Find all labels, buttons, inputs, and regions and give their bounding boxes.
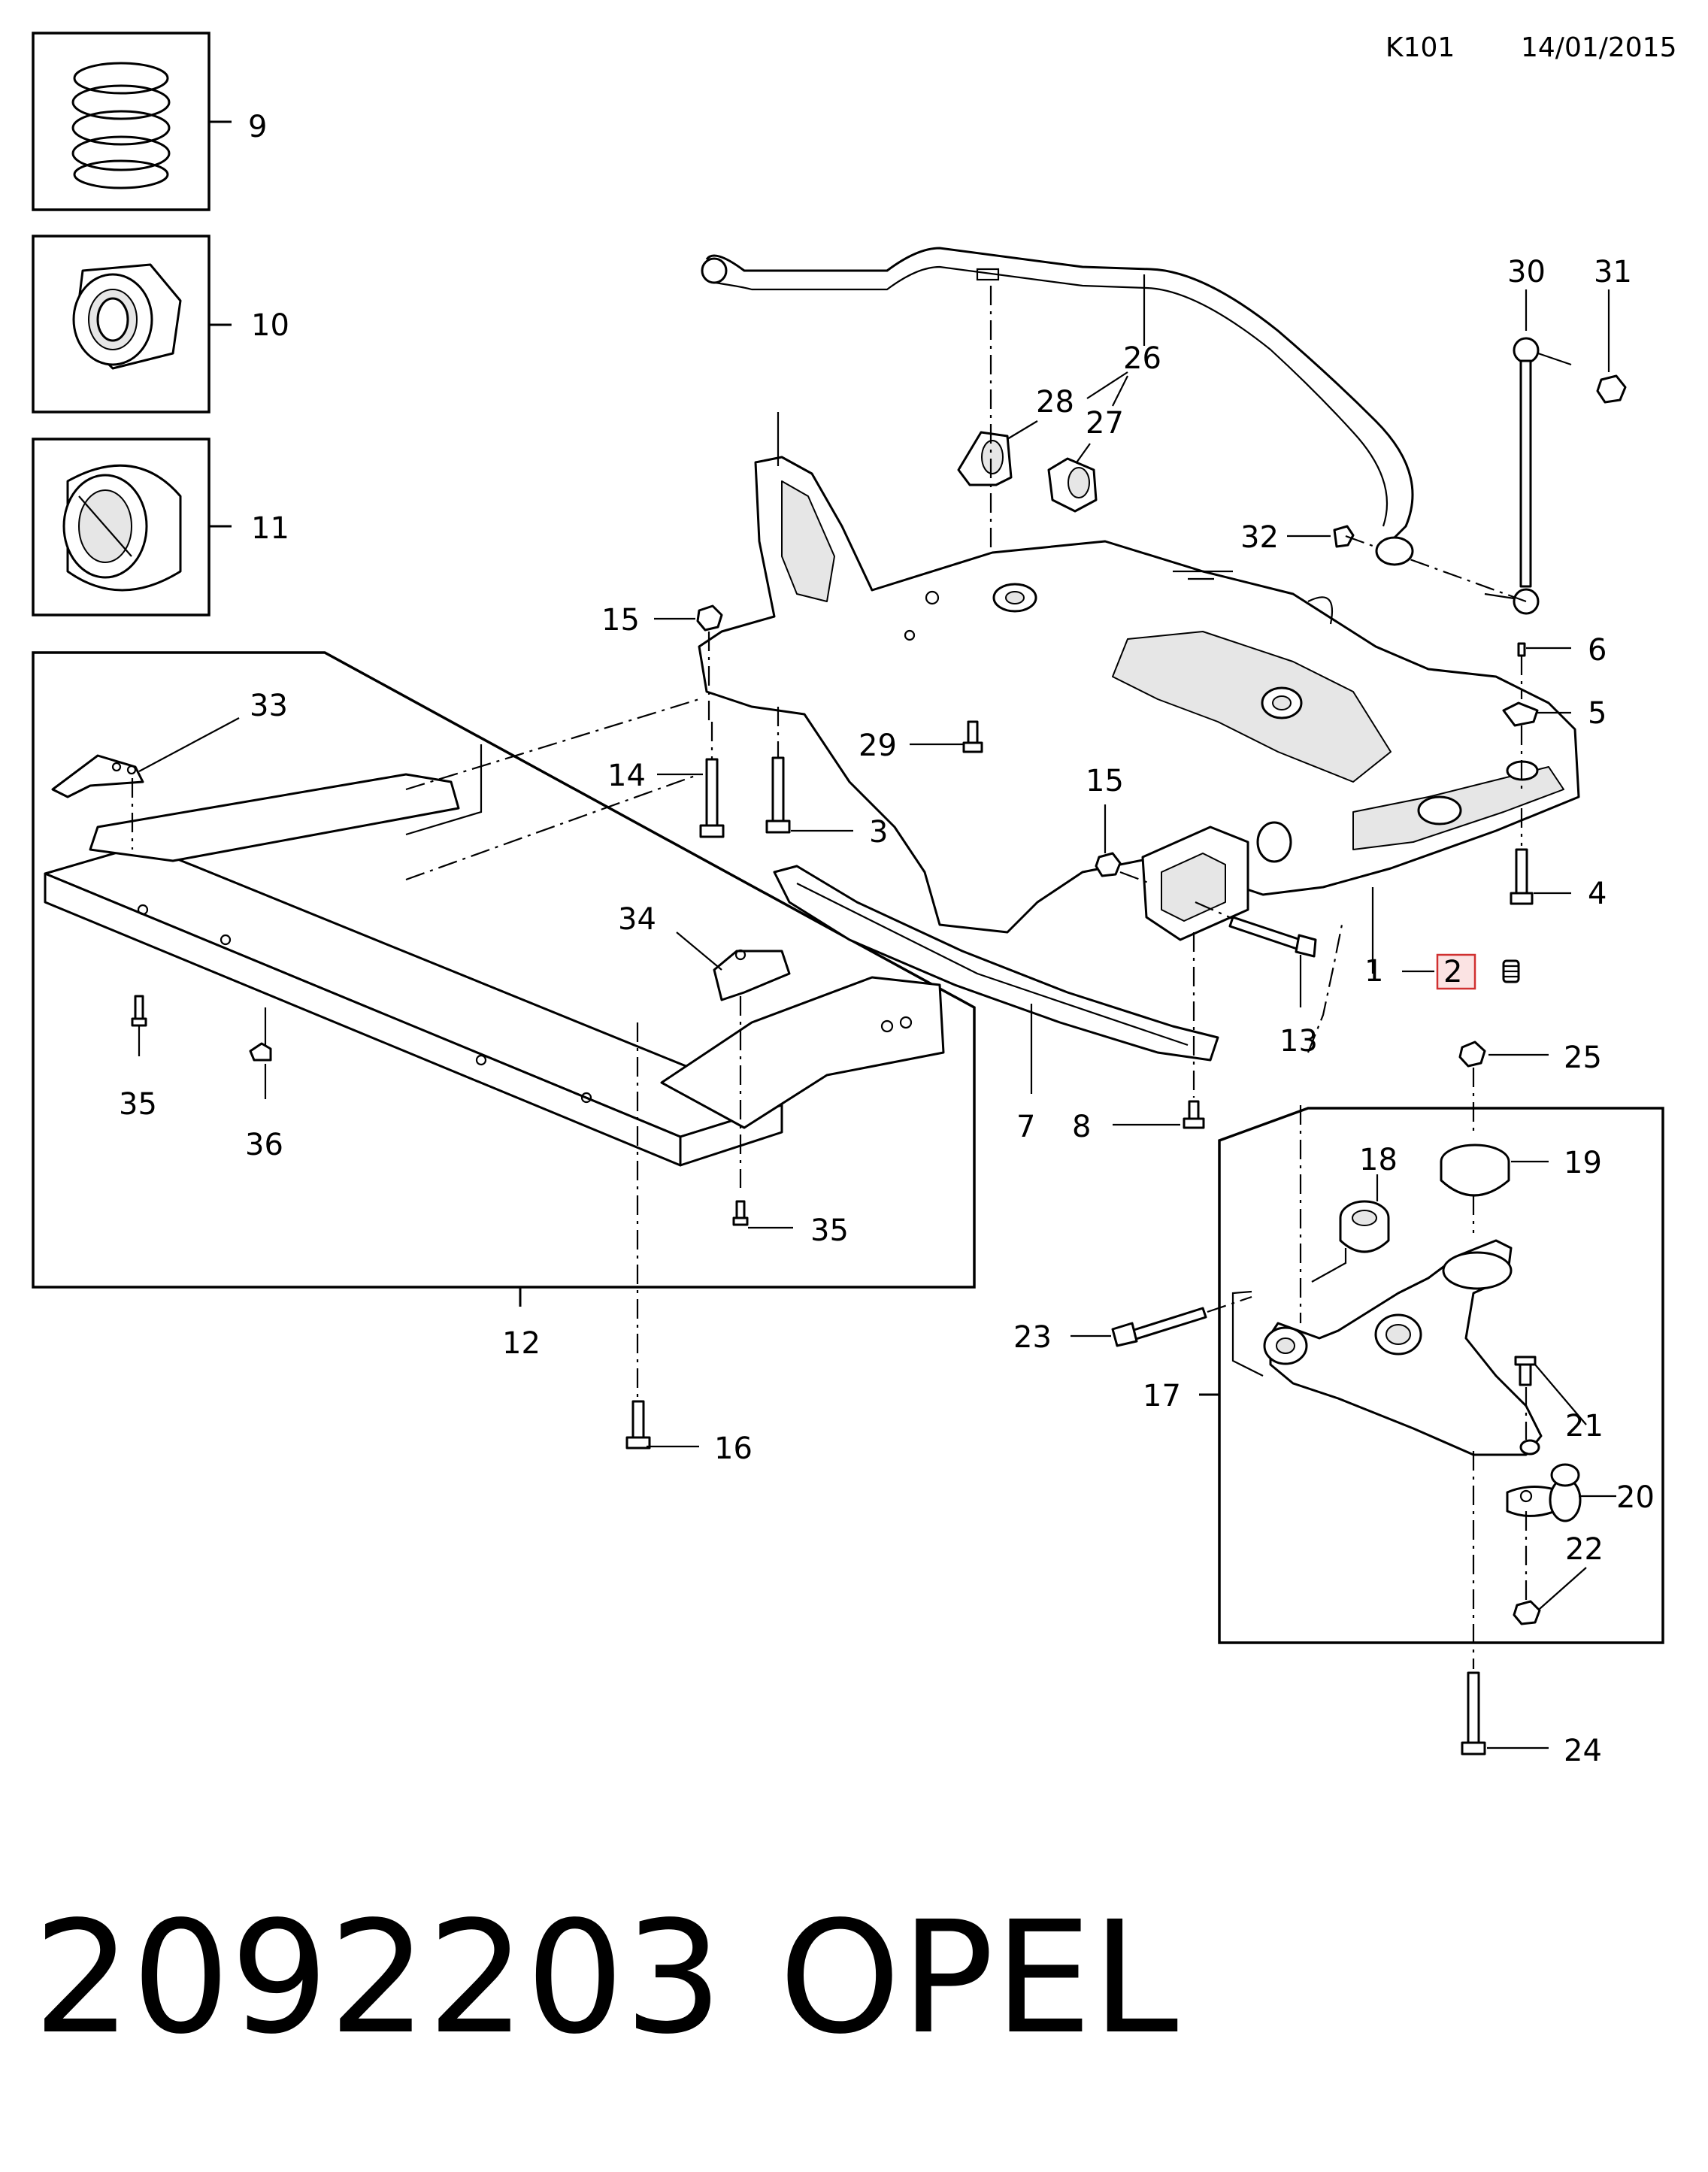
- callout-4: 4: [1588, 877, 1607, 911]
- callout-14: 14: [607, 759, 646, 793]
- bolt-16: [625, 1400, 651, 1450]
- callout-26: 26: [1123, 341, 1161, 376]
- callout-18: 18: [1359, 1143, 1398, 1177]
- callout-23: 23: [1013, 1320, 1052, 1355]
- inset-mount: [32, 438, 232, 616]
- callout-21: 21: [1565, 1409, 1604, 1443]
- callout-7: 7: [1016, 1110, 1035, 1144]
- callout-24: 24: [1564, 1734, 1602, 1768]
- callout-36: 36: [245, 1128, 283, 1162]
- diagram-code: K101: [1385, 32, 1455, 63]
- bracket-33: [51, 754, 144, 798]
- callout-33: 33: [250, 689, 288, 723]
- nut-15-top: [696, 604, 723, 632]
- callout-16: 16: [714, 1431, 753, 1466]
- callout-29: 29: [859, 729, 897, 763]
- nut-31: [1596, 374, 1627, 404]
- washer-5: [1502, 701, 1539, 727]
- stabilizer-link: [1484, 337, 1572, 615]
- hex-nut-icon: [72, 263, 182, 370]
- brand-name: OPEL: [779, 1888, 1178, 2068]
- callout-8: 8: [1072, 1110, 1091, 1144]
- callout-1: 1: [1364, 954, 1383, 989]
- callout-22: 22: [1565, 1532, 1604, 1567]
- bushing-19: [1440, 1144, 1510, 1197]
- front-subframe: [698, 456, 1580, 941]
- part-number: 2092203: [33, 1888, 722, 2068]
- bolt-23: [1111, 1307, 1207, 1347]
- nut-25: [1458, 1041, 1486, 1068]
- bolt-3: [765, 756, 791, 834]
- callout-3: 3: [869, 815, 888, 850]
- screw-6: [1517, 642, 1526, 657]
- bushing-27: [1047, 457, 1098, 513]
- callout-15-right: 15: [1086, 764, 1124, 798]
- nut-15-right: [1095, 852, 1122, 877]
- callout-17: 17: [1143, 1379, 1181, 1413]
- callout-27: 27: [1086, 406, 1124, 441]
- bolt-35-left: [131, 995, 147, 1027]
- bolt-4: [1510, 848, 1534, 905]
- ball-joint-20: [1506, 1463, 1582, 1522]
- callout-10: 10: [251, 308, 289, 343]
- bracket-34: [713, 949, 791, 1001]
- nut-22: [1513, 1600, 1541, 1625]
- inset-nut: [32, 235, 232, 413]
- callout-30: 30: [1507, 255, 1546, 289]
- callout-20: 20: [1616, 1480, 1655, 1515]
- diagram-date: 14/01/2015: [1521, 32, 1677, 63]
- callout-19: 19: [1564, 1146, 1602, 1180]
- callout-2: 2: [1443, 955, 1462, 989]
- spring-mount-icon: [62, 464, 182, 592]
- bolt-24: [1461, 1671, 1486, 1755]
- support-strip-7: [773, 865, 1219, 1062]
- callout-2-highlight: [1436, 953, 1476, 990]
- nut-32: [1333, 525, 1355, 548]
- callout-13: 13: [1279, 1024, 1318, 1059]
- callout-31: 31: [1594, 255, 1632, 289]
- callout-6: 6: [1588, 633, 1607, 668]
- bolt-21: [1514, 1356, 1537, 1386]
- front-crossmember: [44, 773, 945, 1167]
- stabilizer-bar: [701, 247, 1414, 543]
- bolt-13: [1228, 916, 1317, 958]
- callout-5: 5: [1588, 696, 1607, 731]
- bushing-28: [957, 431, 1013, 486]
- control-arm: [1263, 1239, 1543, 1456]
- callout-15-top: 15: [601, 603, 640, 638]
- inset-spring: [32, 32, 232, 211]
- callout-32: 32: [1240, 520, 1279, 555]
- bushing-18: [1339, 1200, 1390, 1253]
- callout-35-right: 35: [810, 1213, 849, 1248]
- bolt-35-right: [732, 1200, 749, 1226]
- callout-12: 12: [502, 1326, 541, 1361]
- callout-9: 9: [248, 110, 267, 144]
- callout-11: 11: [251, 511, 289, 546]
- link-clamp: [1375, 536, 1414, 566]
- clip-36: [249, 1042, 272, 1062]
- bolt-8: [1183, 1100, 1205, 1129]
- callout-28: 28: [1036, 385, 1074, 420]
- callout-34: 34: [618, 902, 656, 937]
- coil-spring-icon: [71, 62, 171, 189]
- group-17-frame: [1218, 1107, 1664, 1644]
- callout-35-left: 35: [119, 1087, 157, 1122]
- sleeve-2: [1502, 959, 1520, 983]
- bolt-29: [962, 720, 983, 753]
- callout-25: 25: [1564, 1041, 1602, 1075]
- bolt-14: [699, 758, 725, 838]
- group-12-frame: [32, 651, 976, 1289]
